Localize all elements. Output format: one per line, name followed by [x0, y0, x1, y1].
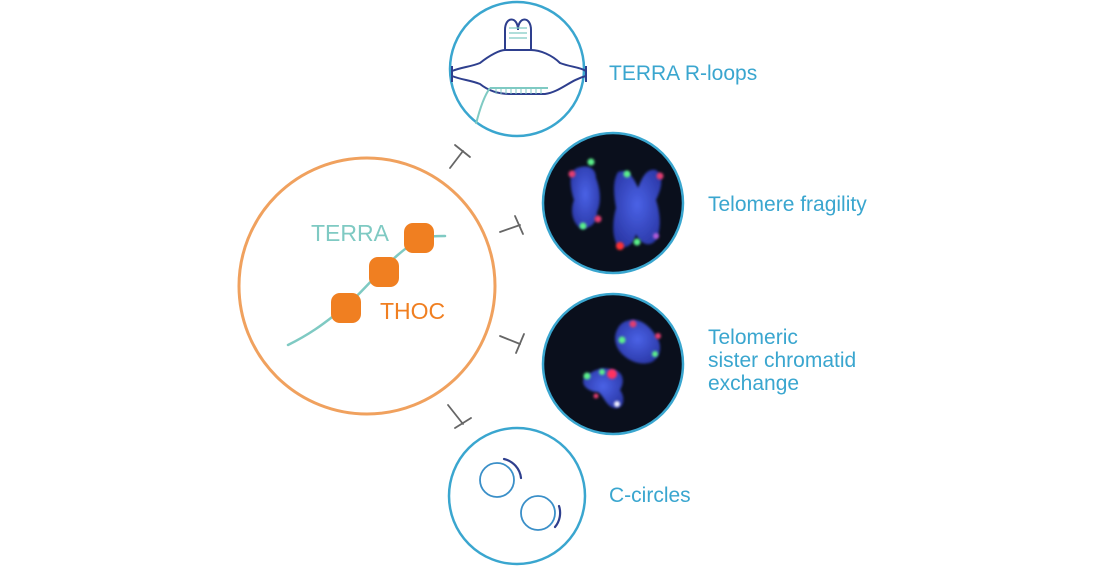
fragility-label: Telomere fragility — [708, 193, 867, 216]
c-circle-icon — [479, 457, 523, 498]
fragility-node — [541, 131, 685, 275]
exchange-label-line-3: exchange — [708, 372, 800, 395]
c-circles-ring — [447, 426, 587, 566]
terra-thoc-hub — [237, 156, 497, 416]
inhibition-arrow-icon — [499, 333, 525, 354]
exchange-micrograph — [583, 319, 661, 409]
hub-ring — [237, 156, 497, 416]
inhibition-arrow-icon — [499, 215, 524, 235]
exchange-node — [541, 292, 685, 436]
exchange-label-line-2: sister chromatid — [708, 349, 857, 372]
exchange-label: Telomeric sister chromatid exchange — [708, 326, 856, 395]
r-loops-node — [448, 0, 587, 138]
exchange-ring — [541, 292, 685, 436]
r-loops-label: TERRA R-loops — [609, 62, 758, 85]
fragility-ring — [541, 131, 685, 275]
chromosome — [613, 169, 662, 248]
thoc-complex-3 — [404, 223, 434, 253]
c-circles-label: C-circles — [609, 484, 691, 507]
r-loop-structure-icon — [451, 18, 587, 125]
terra-label: TERRA — [311, 220, 389, 246]
exchange-label-line-1: Telomeric — [708, 326, 798, 349]
c-circle-icon — [520, 495, 562, 531]
thoc-label: THOC — [380, 298, 446, 324]
chromosome — [615, 319, 661, 364]
fragility-micrograph — [568, 158, 664, 250]
thoc-complex-1 — [331, 293, 361, 323]
thoc-complex-2 — [369, 257, 399, 287]
c-circles-node — [447, 426, 587, 566]
inhibition-arrows — [447, 144, 525, 429]
inhibition-arrow-icon — [449, 144, 471, 169]
inhibition-arrow-icon — [447, 404, 472, 429]
chromosome — [570, 166, 600, 229]
